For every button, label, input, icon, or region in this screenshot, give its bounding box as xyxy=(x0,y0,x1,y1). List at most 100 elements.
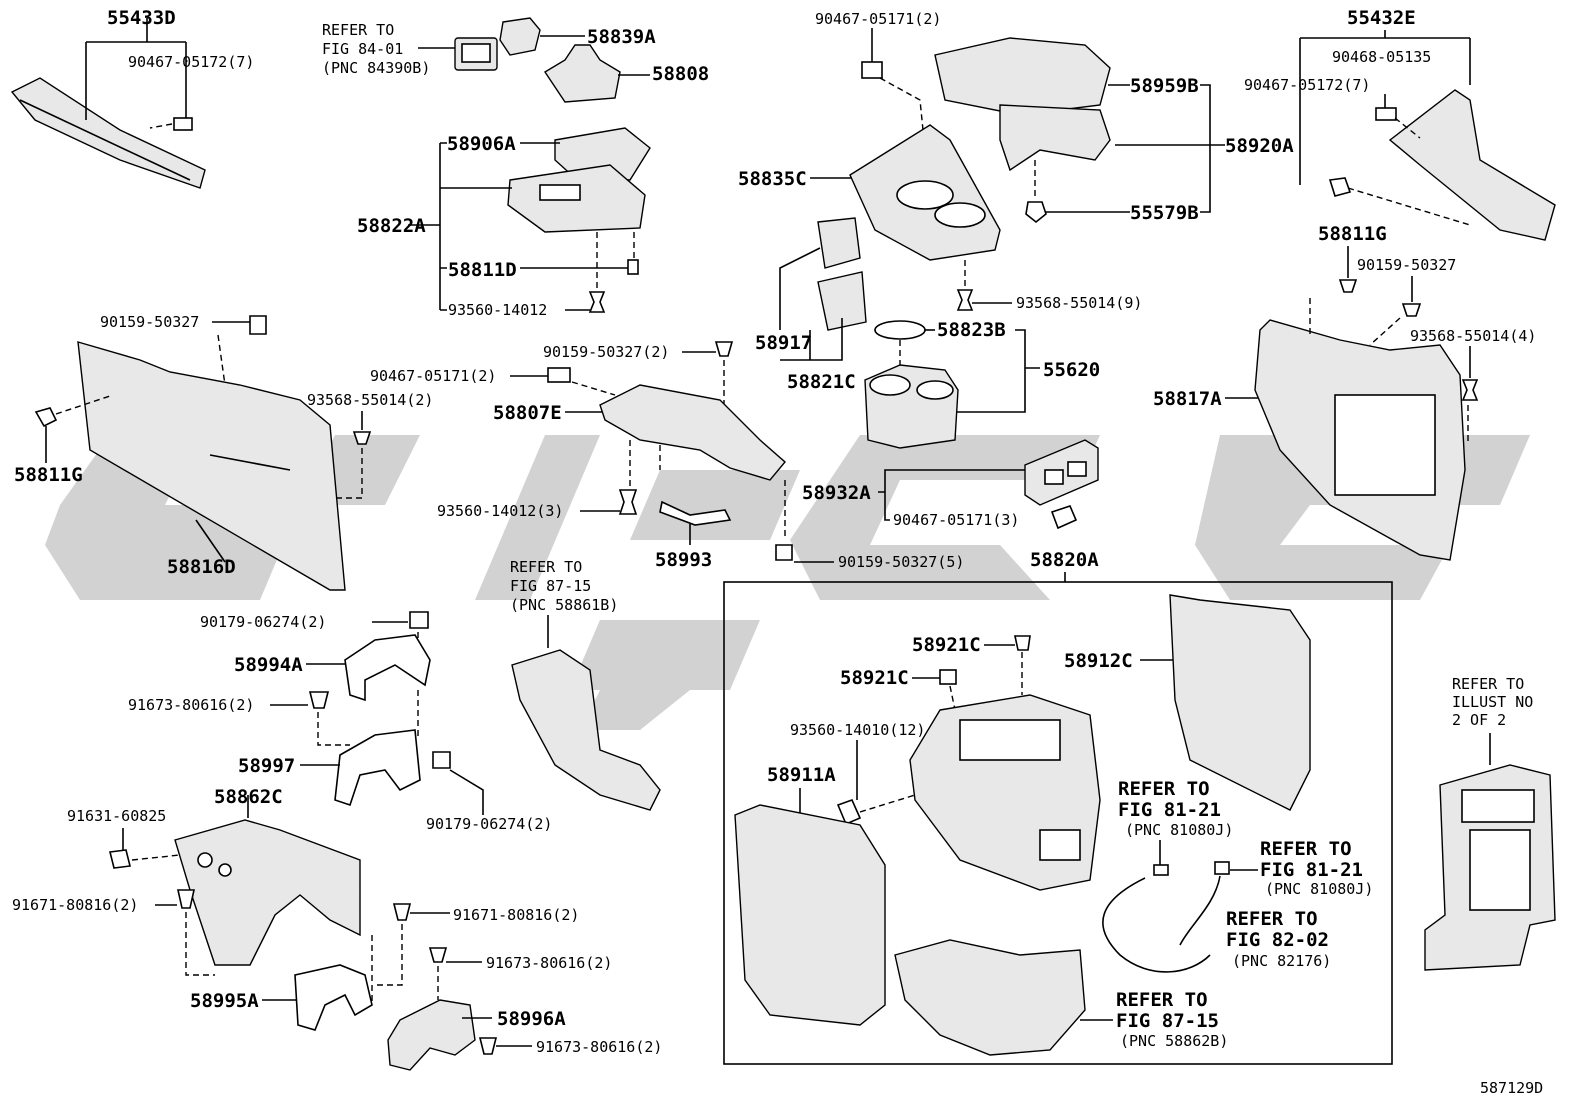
clip-icon xyxy=(1328,177,1352,197)
label-58820a: 58820A xyxy=(1030,549,1099,571)
label-55579b: 55579B xyxy=(1130,202,1199,224)
label-55432e: 55432E xyxy=(1347,7,1416,29)
refer-84-line1: REFER TO xyxy=(322,21,394,39)
connector-icon xyxy=(1214,861,1230,875)
label-93568-55014-2: 93568-55014(2) xyxy=(307,391,433,409)
part-55620-cup-holder xyxy=(864,364,959,449)
part-55432e-trim xyxy=(1388,89,1556,241)
refer-illust-line2: ILLUST NO xyxy=(1452,693,1533,711)
clip-icon xyxy=(939,669,957,685)
label-90467-05171-3: 90467-05171(3) xyxy=(893,511,1019,529)
part-58835c-console-upper xyxy=(849,124,1001,261)
label-58932a: 58932A xyxy=(802,482,871,504)
bolt-icon xyxy=(478,1037,498,1055)
label-58995a: 58995A xyxy=(190,990,259,1012)
label-90159-50327-5: 90159-50327(5) xyxy=(838,553,964,571)
part-58994a-bracket xyxy=(344,634,431,702)
clip-icon xyxy=(1014,635,1031,651)
part-58821c-box xyxy=(817,271,867,331)
label-90159-50327-right: 90159-50327 xyxy=(1357,256,1456,274)
label-93560-14012-3: 93560-14012(3) xyxy=(437,502,563,520)
part-58932a-panel xyxy=(1024,439,1099,506)
label-90467-05171-2: 90467-05171(2) xyxy=(815,10,941,28)
refer-8715a-line1: REFER TO xyxy=(510,558,582,576)
label-91631-60825: 91631-60825 xyxy=(67,807,166,825)
clip-icon xyxy=(34,407,58,428)
label-58811d: 58811D xyxy=(448,259,517,281)
part-58997-bracket xyxy=(334,729,421,807)
bolt-icon xyxy=(714,341,734,357)
label-90179-06274-2b: 90179-06274(2) xyxy=(426,815,552,833)
clip-icon xyxy=(1338,279,1358,293)
label-58921c-a: 58921C xyxy=(912,634,981,656)
label-58912c: 58912C xyxy=(1064,650,1133,672)
part-58807e-bracket xyxy=(599,384,786,481)
label-58816d: 58816D xyxy=(167,556,236,578)
part-58996a-bracket xyxy=(387,999,476,1071)
label-93560-14012: 93560-14012 xyxy=(448,301,547,319)
clip-icon xyxy=(1025,201,1047,224)
label-90467-05172-7b: 90467-05172(7) xyxy=(1244,76,1370,94)
part-58822a-tray xyxy=(507,164,646,233)
part-58862c-bracket xyxy=(174,819,361,966)
label-93560-14010-12: 93560-14010(12) xyxy=(790,721,925,739)
clip-icon xyxy=(1050,505,1078,530)
bolt-icon xyxy=(177,889,195,909)
bolt-icon xyxy=(392,903,412,921)
part-58808-boot xyxy=(544,44,621,103)
refer-8121b-line3: (PNC 81080J) xyxy=(1265,880,1373,898)
refer-8121a-line3: (PNC 81080J) xyxy=(1125,821,1233,839)
part-58862b-duct xyxy=(894,939,1086,1056)
nut-icon xyxy=(409,611,429,629)
screw-icon xyxy=(618,489,638,515)
label-58920a: 58920A xyxy=(1225,135,1294,157)
part-rear-console-panel xyxy=(1424,764,1556,971)
label-55620: 55620 xyxy=(1043,359,1100,381)
refer-8121a-line1: REFER TO xyxy=(1118,778,1210,800)
label-93568-55014-4: 93568-55014(4) xyxy=(1410,327,1536,345)
bolt-icon xyxy=(308,691,330,709)
label-93568-55014-9: 93568-55014(9) xyxy=(1016,294,1142,312)
refer-8121a-line2: FIG 81-21 xyxy=(1118,799,1221,821)
part-58912c-side-panel xyxy=(1169,594,1311,811)
label-58906a: 58906A xyxy=(447,133,516,155)
refer-8202-line2: FIG 82-02 xyxy=(1226,929,1329,951)
refer-illust-line1: REFER TO xyxy=(1452,675,1524,693)
label-58994a: 58994A xyxy=(234,654,303,676)
part-58993-bracket xyxy=(659,500,732,526)
part-58911a-side-panel xyxy=(734,804,886,1026)
label-55433d: 55433D xyxy=(107,7,176,29)
refer-84-line3: (PNC 84390B) xyxy=(322,59,430,77)
label-58807e: 58807E xyxy=(493,402,562,424)
refer-8715a-line2: FIG 87-15 xyxy=(510,577,591,595)
clip-icon xyxy=(1375,107,1397,121)
label-58997: 58997 xyxy=(238,755,295,777)
bolt-icon xyxy=(109,849,131,869)
label-90179-06274-2a: 90179-06274(2) xyxy=(200,613,326,631)
label-58811g-right: 58811G xyxy=(1318,223,1387,245)
screw-icon xyxy=(956,289,974,311)
label-91673-80616-2a: 91673-80616(2) xyxy=(128,696,254,714)
part-58906a-lid xyxy=(554,127,651,181)
refer-8715b-line1: REFER TO xyxy=(1116,989,1208,1011)
label-58921c-b: 58921C xyxy=(840,667,909,689)
part-58816d-side-panel xyxy=(77,341,346,591)
label-58821c: 58821C xyxy=(787,371,856,393)
part-58817a-side-panel xyxy=(1254,319,1466,561)
bolt-icon xyxy=(352,431,372,445)
label-58917: 58917 xyxy=(755,332,812,354)
screw-icon xyxy=(588,291,606,313)
refer-8715b-line3: (PNC 58862B) xyxy=(1120,1032,1228,1050)
label-58862c: 58862C xyxy=(214,786,283,808)
refer-8121b-line2: FIG 81-21 xyxy=(1260,859,1363,881)
label-58808: 58808 xyxy=(652,63,709,85)
label-58822a: 58822A xyxy=(357,215,426,237)
label-90467-05172-7: 90467-05172(7) xyxy=(128,53,254,71)
refer-8202-line3: (PNC 82176) xyxy=(1232,952,1331,970)
nut-icon xyxy=(432,751,451,769)
part-switch-84390b xyxy=(454,37,498,71)
part-58839a-switch xyxy=(499,17,541,56)
label-91671-80816-2a: 91671-80816(2) xyxy=(12,896,138,914)
screw-icon xyxy=(836,798,862,826)
connector-icon xyxy=(1153,864,1169,876)
